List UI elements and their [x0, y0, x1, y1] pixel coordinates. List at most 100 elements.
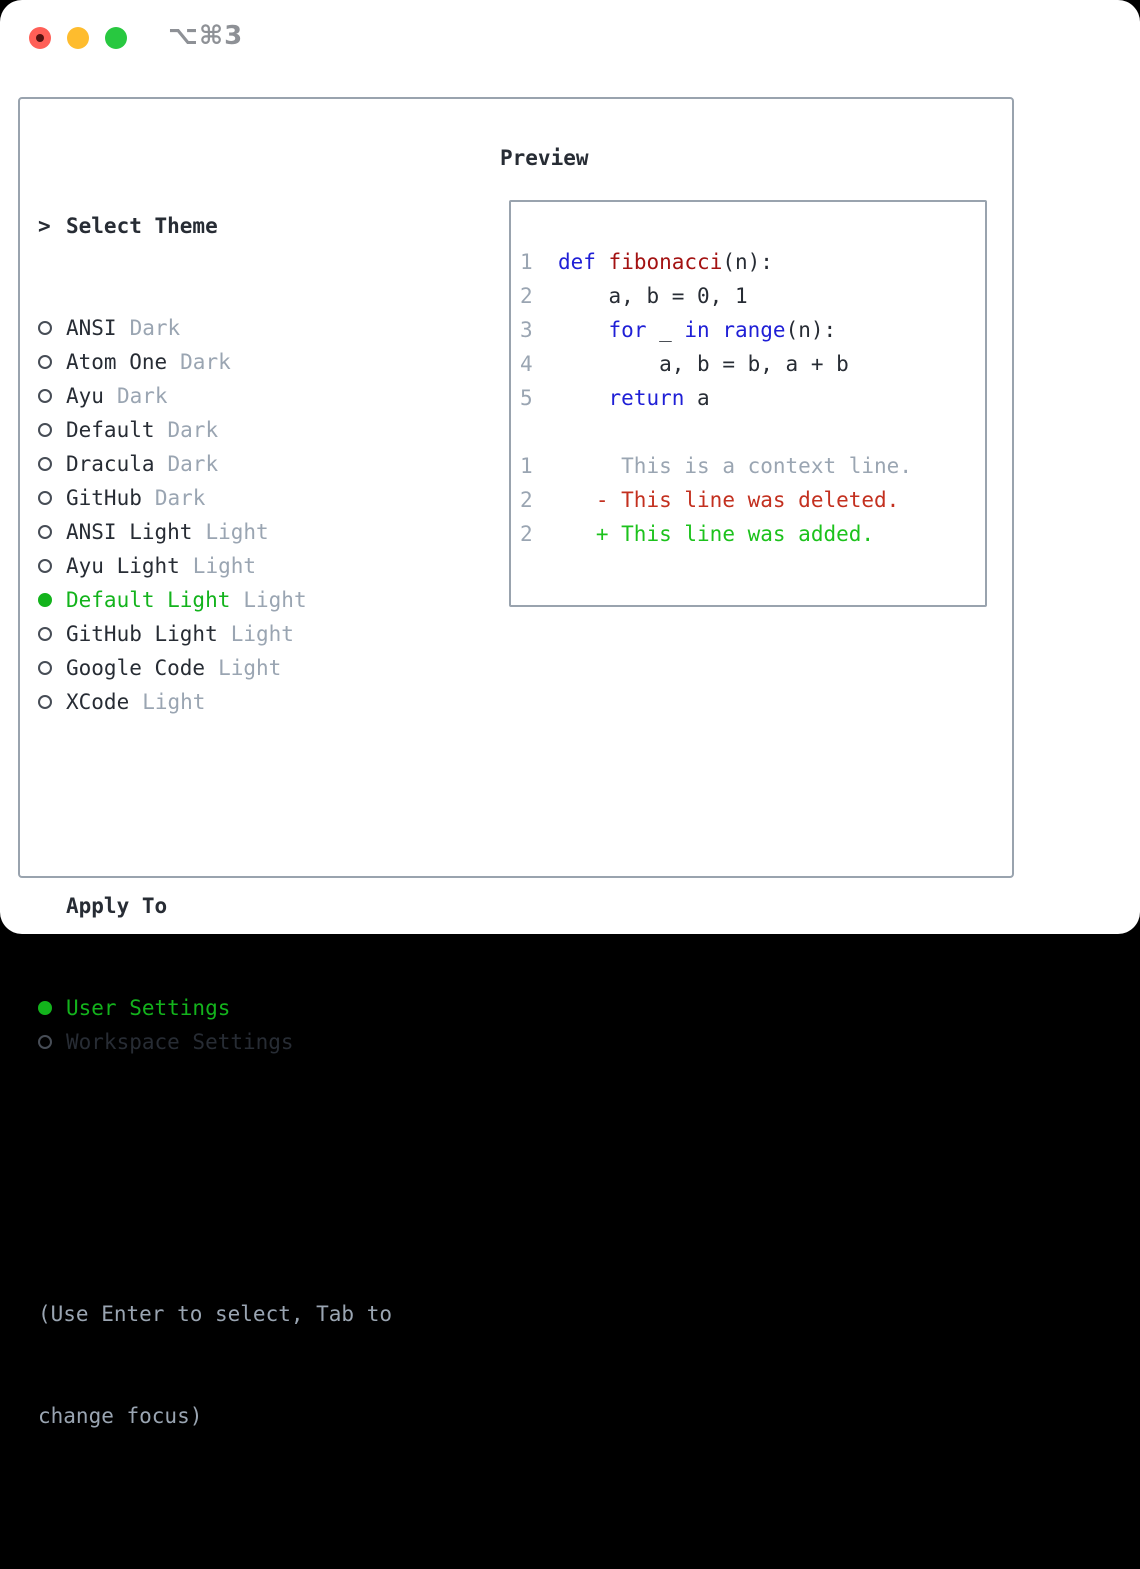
- code-token: [596, 250, 609, 274]
- theme-name: Default: [66, 418, 155, 442]
- code-token: [558, 386, 609, 410]
- radio-unselected-icon: [38, 695, 52, 709]
- marker-cell: [38, 491, 66, 505]
- apply-option-label: User Settings: [66, 996, 231, 1020]
- radio-unselected-icon: [38, 389, 52, 403]
- diff-context-line: 1 This is a context line.: [520, 449, 912, 483]
- minimize-button[interactable]: [67, 27, 89, 49]
- marker-cell: [38, 695, 66, 709]
- theme-option-dracula[interactable]: Dracula Dark: [38, 447, 392, 481]
- code-token: def: [557, 250, 596, 274]
- radio-unselected-icon: [38, 321, 52, 335]
- radio-unselected-icon: [38, 423, 52, 437]
- theme-option-ansi[interactable]: ANSI Dark: [38, 311, 392, 345]
- theme-name: ANSI Light: [66, 520, 193, 544]
- radio-selected-icon: [38, 1001, 52, 1015]
- apply-to-title: Apply To: [66, 894, 168, 918]
- close-dot-icon: [36, 34, 44, 42]
- code-token: range: [722, 318, 786, 342]
- theme-name: Default Light: [66, 588, 231, 612]
- theme-variant: Dark: [180, 350, 231, 374]
- focus-caret-icon: >: [38, 214, 51, 238]
- code-token: [558, 318, 609, 342]
- code-token: This is a context line.: [557, 454, 912, 478]
- theme-variant: Dark: [154, 486, 206, 510]
- line-number: 1: [520, 250, 533, 274]
- marker-cell: [38, 1035, 66, 1049]
- apply-option-label: Workspace Settings: [66, 1030, 294, 1054]
- close-button[interactable]: [29, 27, 51, 49]
- hint-line-1: (Use Enter to select, Tab to: [38, 1302, 393, 1326]
- theme-option-ayu[interactable]: Ayu Dark: [38, 379, 392, 413]
- marker-cell: [38, 423, 66, 437]
- marker-cell: [38, 457, 66, 471]
- theme-name: Ayu Light: [66, 554, 180, 578]
- marker-cell: [38, 593, 66, 607]
- theme-name: ANSI: [66, 316, 117, 340]
- code-token: return: [608, 386, 685, 410]
- apply-option-user-settings[interactable]: User Settings: [38, 991, 392, 1025]
- code-line: 5 return a: [520, 381, 912, 415]
- marker-cell: [38, 661, 66, 675]
- titlebar: [29, 27, 127, 49]
- radio-selected-icon: [38, 593, 52, 607]
- spacer: [38, 1127, 392, 1161]
- theme-variant: Light: [230, 622, 294, 646]
- code-token: [710, 318, 723, 342]
- code-token: fibonacci: [608, 250, 723, 274]
- spacer: [38, 787, 392, 821]
- radio-unselected-icon: [38, 627, 52, 641]
- radio-unselected-icon: [38, 525, 52, 539]
- blank-line: [520, 415, 912, 449]
- preview-title: Preview: [500, 146, 589, 170]
- keyboard-hint: (Use Enter to select, Tab to change focu…: [38, 1229, 392, 1501]
- radio-unselected-icon: [38, 457, 52, 471]
- theme-variant: Dark: [129, 316, 181, 340]
- marker-cell: [38, 525, 66, 539]
- hint-line-2: change focus): [38, 1404, 203, 1428]
- zoom-button[interactable]: [105, 27, 127, 49]
- theme-variant: Dark: [116, 384, 168, 408]
- code-token: (n):: [722, 250, 773, 274]
- theme-name: Ayu: [66, 384, 104, 408]
- code-line: 4 a, b = b, a + b: [520, 347, 912, 381]
- line-number: 1: [520, 454, 533, 478]
- line-number: 2: [520, 488, 533, 512]
- code-token: - This line was deleted.: [557, 488, 900, 512]
- apply-option-workspace-settings[interactable]: Workspace Settings: [38, 1025, 392, 1059]
- theme-list-title: Select Theme: [66, 214, 218, 238]
- theme-variant: Dark: [167, 418, 219, 442]
- code-token: a: [684, 386, 710, 410]
- theme-variant: Light: [192, 554, 257, 578]
- marker-cell: [38, 1001, 66, 1015]
- code-line: 3 for _ in range(n):: [520, 313, 912, 347]
- code-token: + This line was added.: [557, 522, 875, 546]
- theme-list-header: > Select Theme: [38, 209, 392, 243]
- theme-variant: Dark: [167, 452, 219, 476]
- marker-cell: [38, 355, 66, 369]
- code-line: 1 def fibonacci(n):: [520, 245, 912, 279]
- theme-name: Google Code: [66, 656, 206, 680]
- theme-option-default[interactable]: Default Dark: [38, 413, 392, 447]
- code-token: a, b = b, a + b: [557, 352, 849, 376]
- code-line: 2 a, b = 0, 1: [520, 279, 912, 313]
- theme-option-ayu-light[interactable]: Ayu Light Light: [38, 549, 392, 583]
- theme-name: Dracula: [66, 452, 155, 476]
- line-number: 3: [520, 318, 533, 342]
- code-token: a, b = 0, 1: [557, 284, 748, 308]
- code-token: (n):: [785, 318, 837, 342]
